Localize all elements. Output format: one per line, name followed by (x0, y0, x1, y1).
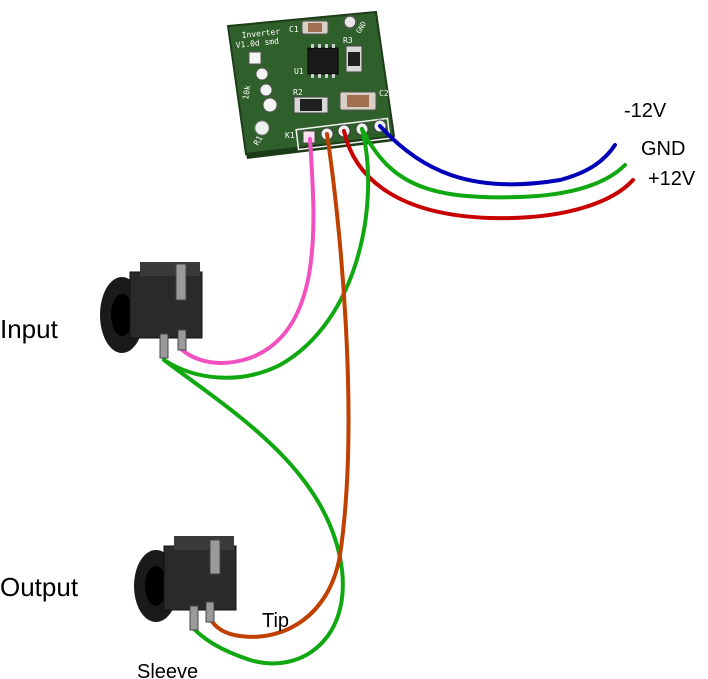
silk-pot-value: 10k (241, 84, 252, 100)
c2-capacitor-body (347, 95, 369, 107)
input-jack-body-top (140, 262, 200, 276)
input-jack-lug-1 (175, 263, 187, 301)
wire-ground-output (162, 358, 345, 666)
output-jack-body (163, 545, 237, 611)
output-jack-lug-3 (205, 601, 215, 623)
wire-ground-supply (360, 127, 627, 200)
pcb-title-line1: Inverter (241, 27, 280, 40)
output-jack-hole (145, 566, 167, 606)
r3-resistor-body (348, 52, 360, 66)
c1-capacitor-body (308, 23, 322, 32)
output-label: Output (0, 572, 79, 602)
trim-pot-pad-2 (255, 67, 269, 81)
r1-pad (254, 120, 270, 136)
pos12v-label: +12V (648, 168, 696, 190)
wire-negative-12v (378, 124, 617, 187)
silk-r3: R3 (343, 36, 353, 45)
wire-positive-12v (342, 129, 635, 221)
gnd-label: GND (641, 138, 685, 160)
sleeve-label: Sleeve (137, 661, 198, 679)
input-label: Input (0, 314, 59, 344)
k1-outline (295, 117, 391, 151)
silk-c2: C2 (379, 89, 389, 98)
input-jack-body (129, 271, 203, 339)
silk-u1: U1 (294, 67, 304, 76)
input-jack-lug-3 (177, 329, 187, 351)
output-jack (134, 536, 237, 631)
input-jack-lug-2 (159, 333, 169, 359)
gnd-test-pad (343, 15, 357, 29)
wire-output-tip (208, 132, 351, 639)
silk-r1: R1 (252, 134, 265, 147)
input-jack (100, 262, 203, 359)
trim-pot-pad-1 (248, 51, 262, 65)
wire-input-tip (178, 137, 316, 365)
wire-ground-input (162, 127, 371, 380)
output-jack-body-top (174, 536, 234, 550)
u1-ic (307, 47, 339, 75)
silk-c1: C1 (289, 25, 299, 34)
trim-pot-pad-3 (259, 83, 273, 97)
output-jack-lug-1 (209, 539, 221, 575)
silk-r2: R2 (293, 88, 303, 97)
output-jack-lug-2 (189, 605, 199, 631)
input-jack-hole (111, 294, 133, 336)
r2-resistor-body (300, 99, 322, 111)
trim-pot-pad-4 (262, 97, 278, 113)
wires (162, 124, 635, 666)
inverter-pcb: Inverter V1.0d smd C1 R3 GND U1 R2 C2 10… (226, 10, 396, 159)
tip-label: Tip (262, 610, 289, 632)
silk-k1: K1 (285, 131, 295, 140)
u1-pins (311, 44, 335, 78)
neg12v-label: -12V (624, 100, 667, 122)
